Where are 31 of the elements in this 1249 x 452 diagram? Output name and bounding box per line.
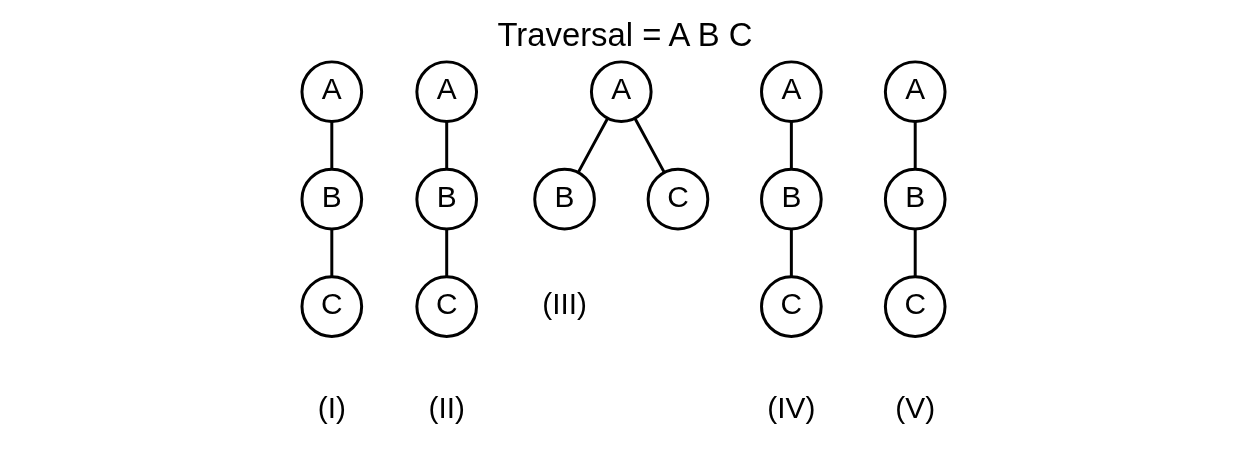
label: (I) [317,391,346,425]
node-circle: B [414,167,478,231]
node-circle: C [646,167,709,231]
connector [789,121,793,170]
label: (IV) [766,391,815,425]
node-circle: A [414,60,478,124]
connector [789,229,793,277]
connector [913,121,917,170]
node-circle: C [759,275,823,338]
connector [444,229,448,277]
node-circle: B [883,167,947,231]
connector [576,117,609,173]
node-circle: C [414,275,478,338]
connector [913,229,917,277]
node-circle: C [883,275,947,338]
connector [444,121,448,170]
node-circle: A [589,60,653,124]
node-circle: B [300,167,363,231]
label: (II) [427,391,465,425]
node-circle: A [759,60,823,124]
label: (III) [541,287,587,321]
connector [633,117,665,173]
node-circle: A [300,60,363,124]
node-circle: A [883,60,947,124]
label: (V) [894,391,935,425]
node-circle: B [532,167,596,231]
node-circle: C [300,275,363,338]
connector [329,121,333,170]
diagram-title: Traversal = A B C [496,16,753,54]
connector [329,229,333,277]
node-circle: B [759,167,823,231]
